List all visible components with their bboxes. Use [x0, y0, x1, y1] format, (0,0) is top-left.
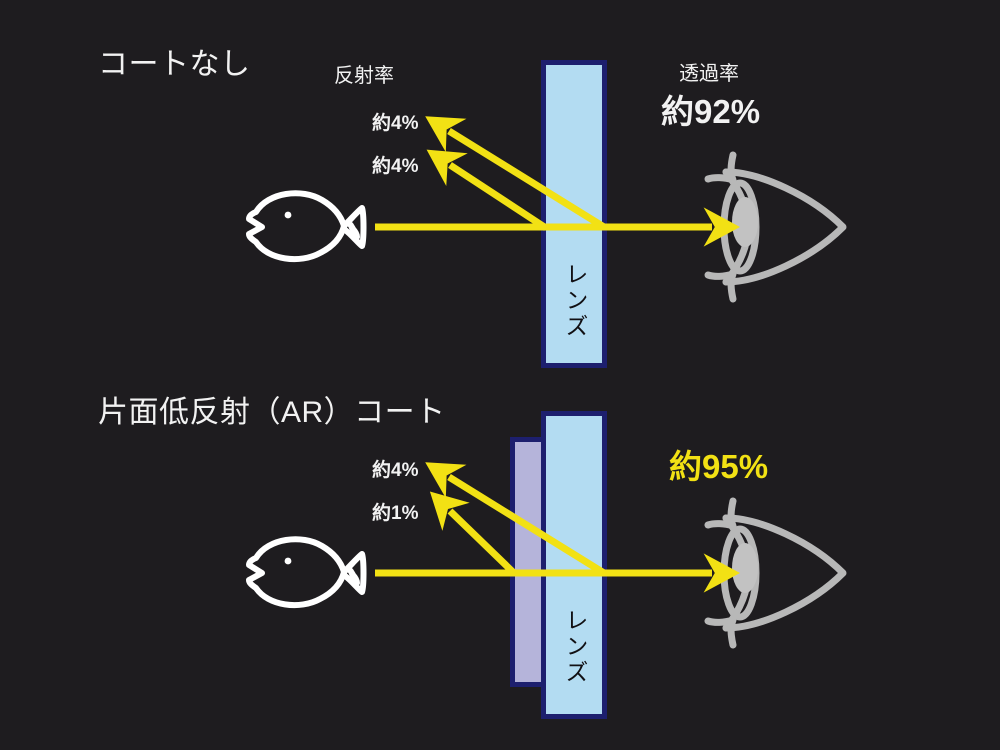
ar-coating-layer [510, 437, 548, 687]
transmittance-value-bottom: 約95% [669, 448, 769, 485]
section-title-ar-coat: 片面低反射（AR）コート [98, 396, 446, 429]
fish-icon-bottom [246, 536, 367, 609]
reflectance-value-bottom-1: 約4% [372, 460, 419, 481]
transmittance-value-top: 約92% [661, 93, 761, 130]
reflected-ray-back-bottom [425, 462, 606, 576]
eye-icon-bottom [704, 497, 847, 649]
reflectance-header-top: 反射率 [334, 65, 394, 87]
reflectance-value-top-2: 約4% [372, 156, 419, 177]
reflectance-value-bottom-2: 約1% [372, 503, 419, 524]
transmittance-header-top: 透過率 [679, 63, 739, 85]
section-title-no-coat: コートなし [98, 48, 251, 81]
reflected-ray-back-top [425, 116, 606, 230]
reflected-ray-front-bottom [429, 491, 518, 577]
lens-label-top: レンズ [562, 262, 588, 340]
lens-bottom [541, 411, 607, 719]
lens-label-bottom: レンズ [562, 608, 588, 686]
reflectance-value-top-1: 約4% [372, 113, 419, 134]
fish-icon-top [246, 190, 367, 263]
eye-icon-top [704, 151, 847, 303]
lens-top [541, 60, 607, 368]
reflected-ray-front-top [426, 149, 548, 231]
